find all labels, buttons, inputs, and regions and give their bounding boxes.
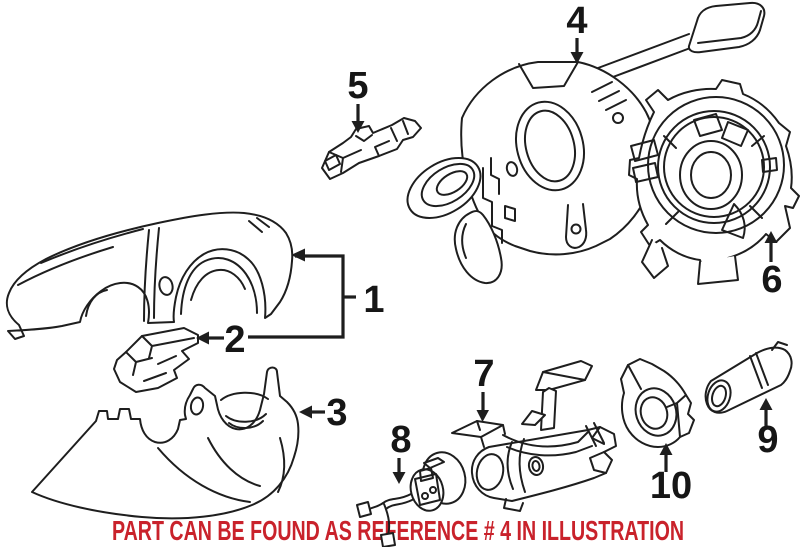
- callout-8-label: 8: [390, 419, 411, 461]
- callout-5-label: 5: [347, 65, 368, 107]
- callout-arrows: [196, 38, 778, 484]
- callout-3-label: 3: [326, 392, 347, 434]
- part-9-lock-cylinder-drawing: [704, 341, 793, 414]
- line-art-overlay: [356, 451, 467, 547]
- callout-1-leader: [248, 248, 356, 339]
- callout-10-label: 10: [650, 465, 692, 507]
- part-2-clip-drawing: [113, 327, 199, 393]
- callout-3-arrow: [299, 405, 325, 419]
- callout-7-label: 7: [473, 353, 494, 395]
- callout-9-arrow: [759, 398, 773, 428]
- part-3-lower-column-cover-drawing: [31, 366, 300, 520]
- part-5-bracket-drawing: [321, 117, 422, 180]
- callout-2-arrow: [196, 331, 224, 345]
- part-7-ignition-housing-drawing: [451, 360, 617, 512]
- part-10-shield-drawing: [620, 358, 695, 448]
- callout-4-arrow: [570, 38, 584, 64]
- part-6-clock-spring-drawing: [628, 79, 800, 285]
- callout-9-label: 9: [757, 419, 778, 461]
- callout-2-label: 2: [224, 319, 245, 361]
- callout-5-arrow: [351, 104, 365, 133]
- callout-4-label: 4: [566, 0, 587, 42]
- callout-layer: 1 2 3 4 5 6 7 8 9 10: [196, 0, 783, 507]
- callout-8-arrow: [392, 458, 406, 484]
- part-4-combination-switch-drawing: [406, 1, 766, 285]
- callout-6-arrow: [764, 231, 778, 262]
- part-1-upper-column-cover-drawing: [5, 211, 294, 340]
- callout-1-label: 1: [363, 279, 384, 321]
- callout-6-label: 6: [761, 259, 782, 301]
- part-8-ignition-switch-drawing: [356, 451, 467, 547]
- callout-10-arrow: [659, 443, 673, 472]
- caption-text: PART CAN BE FOUND AS REFERENCE # 4 IN IL…: [112, 515, 684, 546]
- line-art-layer: [5, 1, 800, 520]
- callout-7-arrow: [476, 392, 489, 422]
